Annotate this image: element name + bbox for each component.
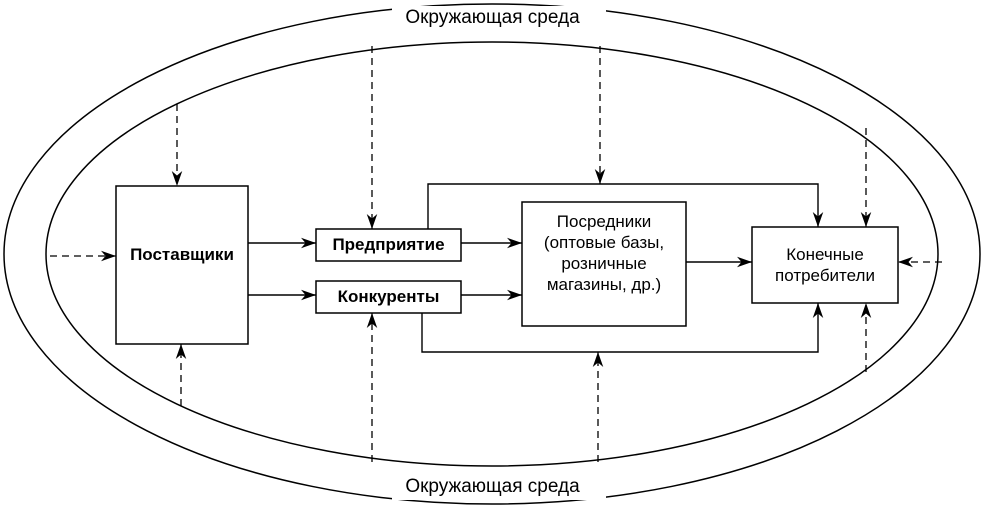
top-label-mask xyxy=(392,6,606,32)
bottom-label-mask xyxy=(392,474,606,500)
intermediaries-line-4: магазины, др.) xyxy=(546,275,662,294)
outer-environment-ellipse xyxy=(3,3,981,505)
inner-environment-ellipse xyxy=(45,41,939,467)
consumers-label: Конечные потребители xyxy=(752,244,898,286)
environment-label-top: Окружающая среда xyxy=(405,7,580,28)
environment-label-bottom: Окружающая среда xyxy=(405,476,580,497)
intermediaries-line-2: (оптовые базы, xyxy=(543,233,665,252)
competitors-label: Конкуренты xyxy=(337,287,440,306)
competitors-box xyxy=(315,280,462,314)
intermediaries-label: Посредники (оптовые базы, розничные мага… xyxy=(522,211,686,295)
suppliers-label: Поставщики xyxy=(130,245,234,264)
enterprise-box xyxy=(315,228,462,262)
consumers-box xyxy=(751,226,899,304)
intermediaries-line-3: розничные xyxy=(561,254,647,273)
arrow-enterprise-to-consumers xyxy=(427,183,824,229)
intermediaries-line-1: Посредники xyxy=(556,212,652,231)
suppliers-box xyxy=(115,185,249,345)
consumers-line-2: потребители xyxy=(775,266,875,285)
enterprise-label: Предприятие xyxy=(332,235,445,254)
intermediaries-box xyxy=(521,201,687,327)
consumers-line-1: Конечные xyxy=(786,245,864,264)
arrow-competitors-to-consumers xyxy=(421,303,824,353)
